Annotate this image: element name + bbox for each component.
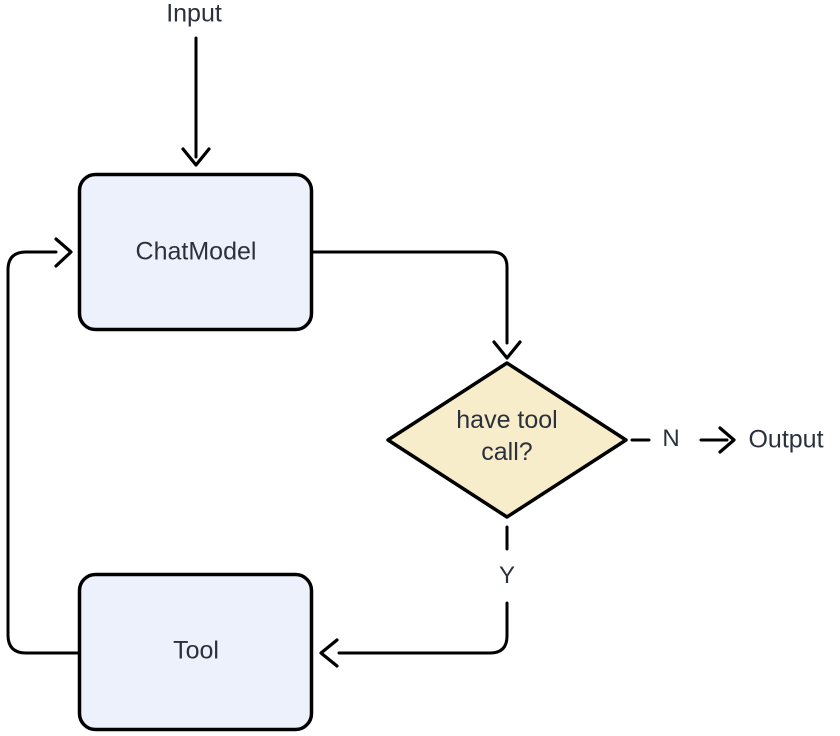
input-label: Input [166, 0, 222, 28]
tool-to-chatmodel-loop-edge [6, 250, 80, 655]
yes-branch-edge [337, 601, 509, 655]
decision-label-line2: call? [481, 438, 533, 466]
output-label: Output [748, 425, 824, 454]
yes-branch-label: Y [498, 562, 516, 589]
arrowhead-right-icon [718, 426, 736, 454]
no-branch-label: N [662, 425, 680, 452]
arrowhead-left-icon [319, 638, 339, 668]
decision-diamond-node [386, 361, 628, 519]
tool-node [77, 572, 314, 732]
decision-label: have tool call? [456, 404, 557, 468]
chatmodel-to-decision-edge [311, 250, 509, 345]
arrowhead-right-icon [54, 237, 73, 268]
tool-label: Tool [173, 636, 219, 665]
arrowhead-down-icon [492, 340, 522, 360]
chatmodel-label: ChatModel [135, 237, 257, 266]
decision-label-line1: have tool [456, 406, 558, 434]
arrowhead-down-icon [181, 147, 211, 167]
